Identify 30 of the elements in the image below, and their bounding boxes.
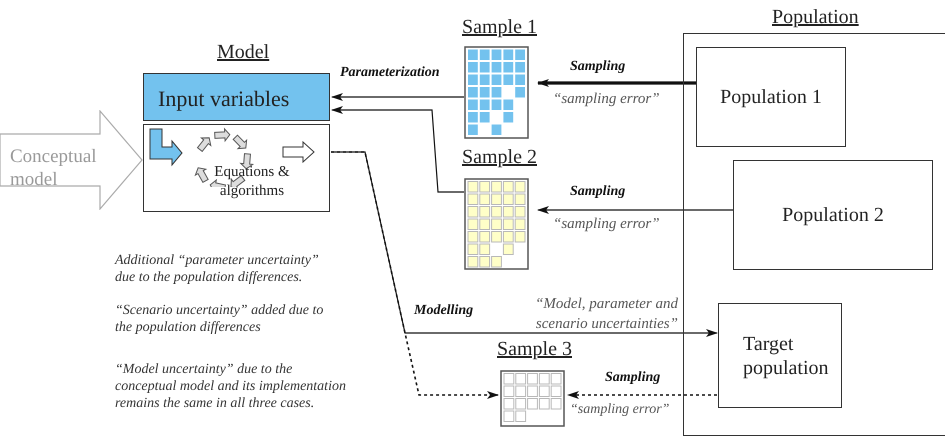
sample-heading: Sample 2 bbox=[462, 146, 537, 169]
population-box: Target population bbox=[718, 303, 842, 408]
arrow bbox=[537, 206, 733, 214]
arrow bbox=[331, 151, 718, 337]
uncertainty-note: “Model, parameter and scenario uncertainties” bbox=[534, 295, 678, 334]
error-note: “sampling error” bbox=[553, 90, 661, 109]
population-box: Population 2 bbox=[733, 160, 933, 270]
error-note: “sampling error” bbox=[570, 401, 670, 419]
node-label: Conceptual model bbox=[10, 145, 98, 191]
population-box: Population 1 bbox=[696, 47, 846, 147]
arrow bbox=[331, 106, 464, 193]
arrow bbox=[567, 391, 717, 399]
edge-label: Sampling bbox=[570, 184, 626, 200]
group-heading: Model bbox=[217, 41, 270, 64]
error-note: “sampling error” bbox=[553, 215, 661, 234]
edge-label: Modelling bbox=[414, 303, 474, 319]
sample-heading: Sample 1 bbox=[462, 16, 537, 39]
edge-label: Parameterization bbox=[340, 65, 440, 81]
sample-heading: Sample 3 bbox=[497, 338, 572, 361]
note-text: “Scenario uncertainty” added due to the population differences bbox=[115, 302, 324, 336]
arrow bbox=[537, 79, 696, 87]
edge-label: Sampling bbox=[605, 370, 660, 386]
arrow bbox=[331, 151, 499, 399]
arrow bbox=[331, 93, 464, 101]
node-label: Equations & algorithms bbox=[213, 163, 291, 201]
group-heading: Population bbox=[772, 6, 859, 29]
edge-label: Sampling bbox=[570, 59, 626, 75]
node-label: Input variables bbox=[158, 86, 290, 111]
note-text: Additional “parameter uncertainty” due to the population differences. bbox=[115, 252, 320, 286]
note-text: “Model uncertainty” due to the conceptual model and its implementation remains the same in all three cases. bbox=[115, 361, 347, 412]
